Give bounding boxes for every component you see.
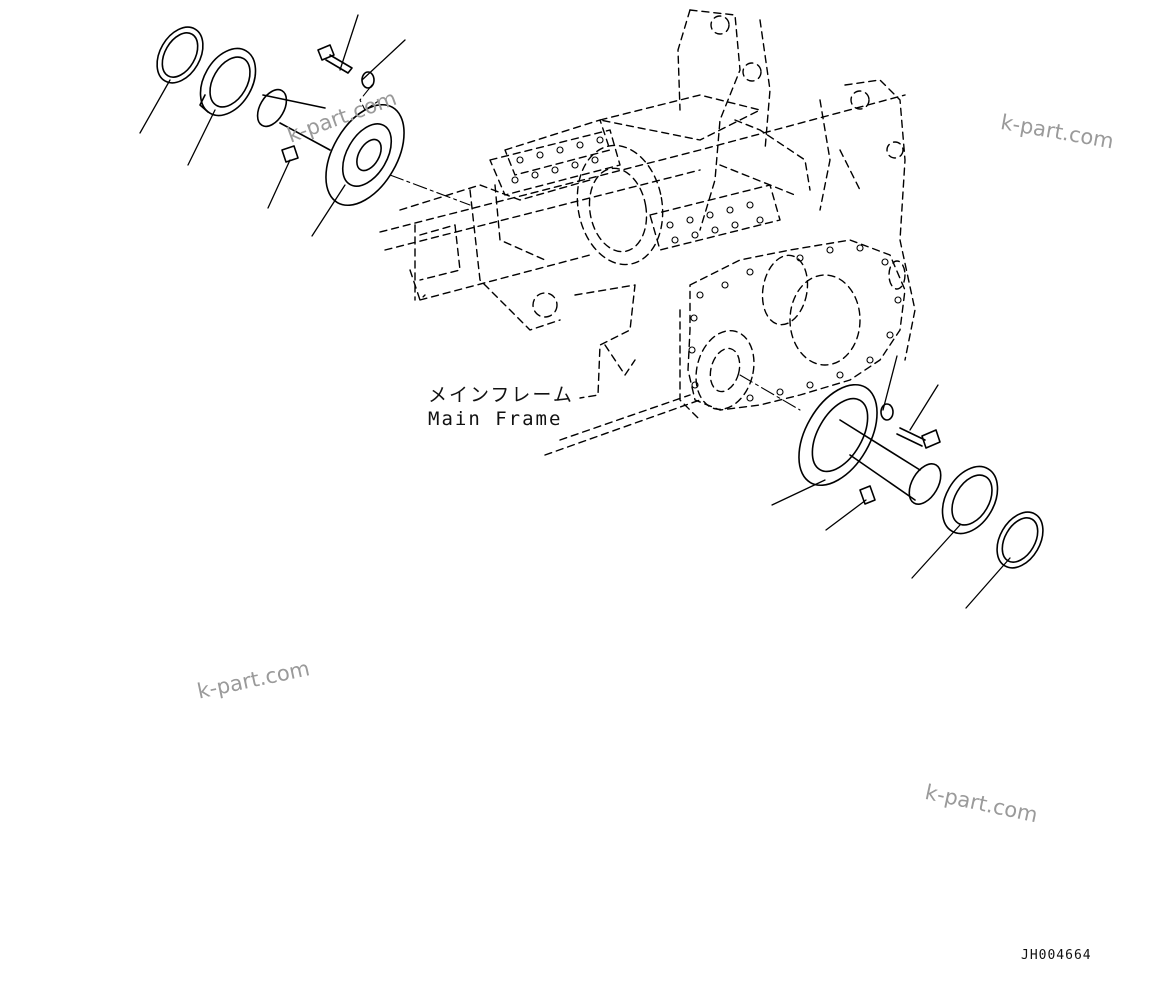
right-bolt xyxy=(896,427,941,449)
right-washer xyxy=(880,403,894,421)
right-seal-ring xyxy=(996,511,1044,569)
right-spindle xyxy=(908,463,942,505)
right-retainer-plate xyxy=(941,465,999,535)
left-pin-bolt xyxy=(317,44,353,74)
frame-label-en: Main Frame xyxy=(428,408,563,430)
right-flange xyxy=(798,383,921,501)
left-retainer-plate xyxy=(199,47,257,117)
center-lines xyxy=(359,84,801,411)
drawing-code: JH004664 xyxy=(1021,948,1092,963)
main-frame-outline xyxy=(379,9,916,456)
left-key xyxy=(281,145,299,163)
leader-lines xyxy=(139,14,1011,609)
frame-bolt-holes xyxy=(511,136,902,402)
left-spindle xyxy=(256,88,405,207)
left-seal-ring xyxy=(156,26,204,84)
frame-label-ja: メインフレーム xyxy=(428,384,574,406)
right-plug xyxy=(859,485,876,505)
